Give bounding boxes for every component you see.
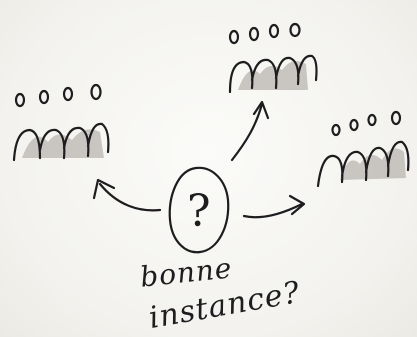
head-icon <box>369 115 376 125</box>
head-icon <box>333 125 340 135</box>
arrow-right-head <box>290 196 304 214</box>
head-icon <box>250 28 258 40</box>
head-icon <box>392 112 400 124</box>
arrow-to-left <box>94 180 160 210</box>
head-icon <box>40 91 48 103</box>
group-top <box>230 24 317 92</box>
question-mark: ? <box>187 186 211 237</box>
center-node: ? <box>170 168 228 252</box>
arrow-to-right <box>244 196 304 217</box>
group-left-heads <box>16 85 101 106</box>
group-left-bodies <box>14 124 108 160</box>
head-icon <box>64 88 72 100</box>
group-right <box>318 112 408 186</box>
group-right-heads <box>333 112 401 135</box>
arrow-left-line <box>100 184 160 210</box>
head-icon <box>270 25 278 37</box>
head-icon <box>351 120 358 130</box>
arrow-right-line <box>244 204 302 217</box>
head-icon <box>230 31 238 43</box>
group-left <box>14 85 108 160</box>
head-icon <box>16 94 24 106</box>
group-right-bodies <box>318 142 408 186</box>
head-icon <box>291 24 300 36</box>
arrow-to-top <box>232 102 268 160</box>
head-icon <box>92 85 101 99</box>
arrow-top-line <box>232 104 262 160</box>
group-top-heads <box>230 24 300 43</box>
group-top-bodies <box>230 56 317 92</box>
